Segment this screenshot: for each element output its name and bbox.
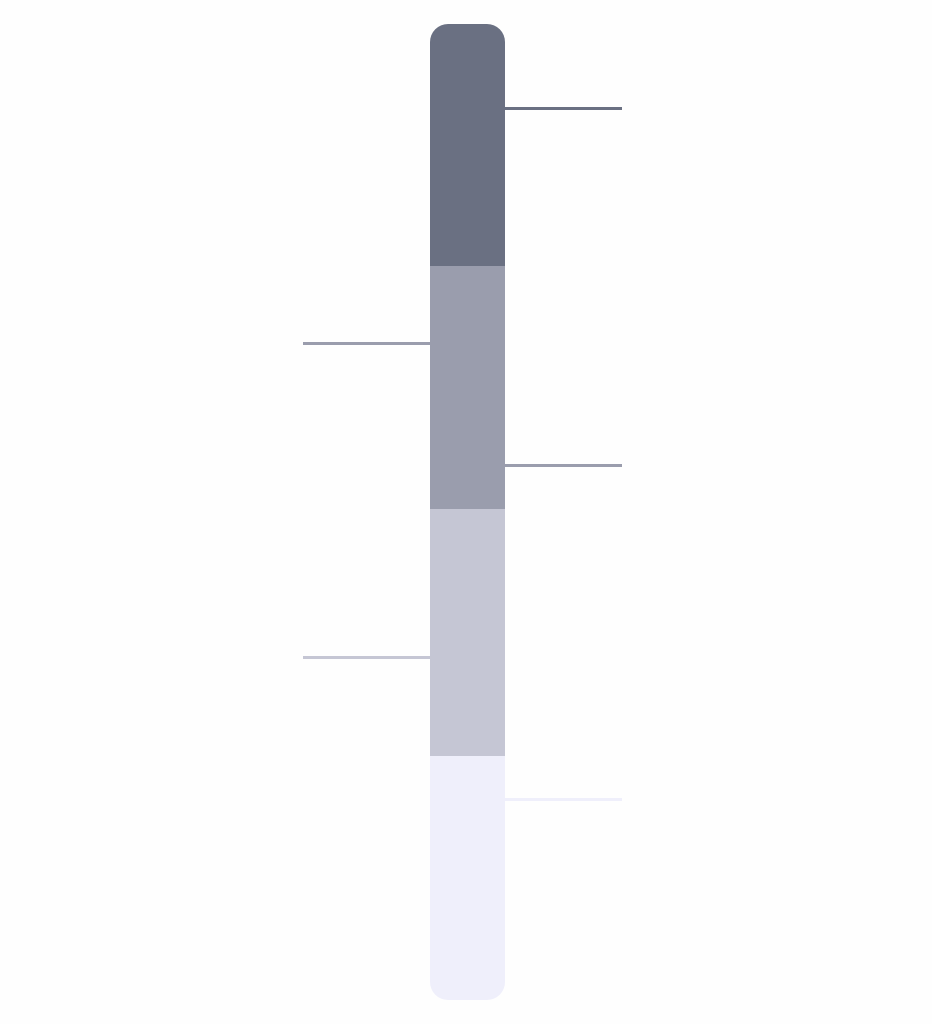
leader-line	[505, 464, 622, 467]
leader-line	[303, 342, 430, 345]
bar-segment-1	[430, 24, 505, 266]
leader-line	[505, 798, 622, 801]
bar-segment-2	[430, 266, 505, 509]
bar-segment-3	[430, 509, 505, 756]
leader-line	[303, 656, 430, 659]
leader-line	[505, 107, 622, 110]
stacked-bar	[430, 24, 505, 1000]
bar-segment-4	[430, 756, 505, 1000]
